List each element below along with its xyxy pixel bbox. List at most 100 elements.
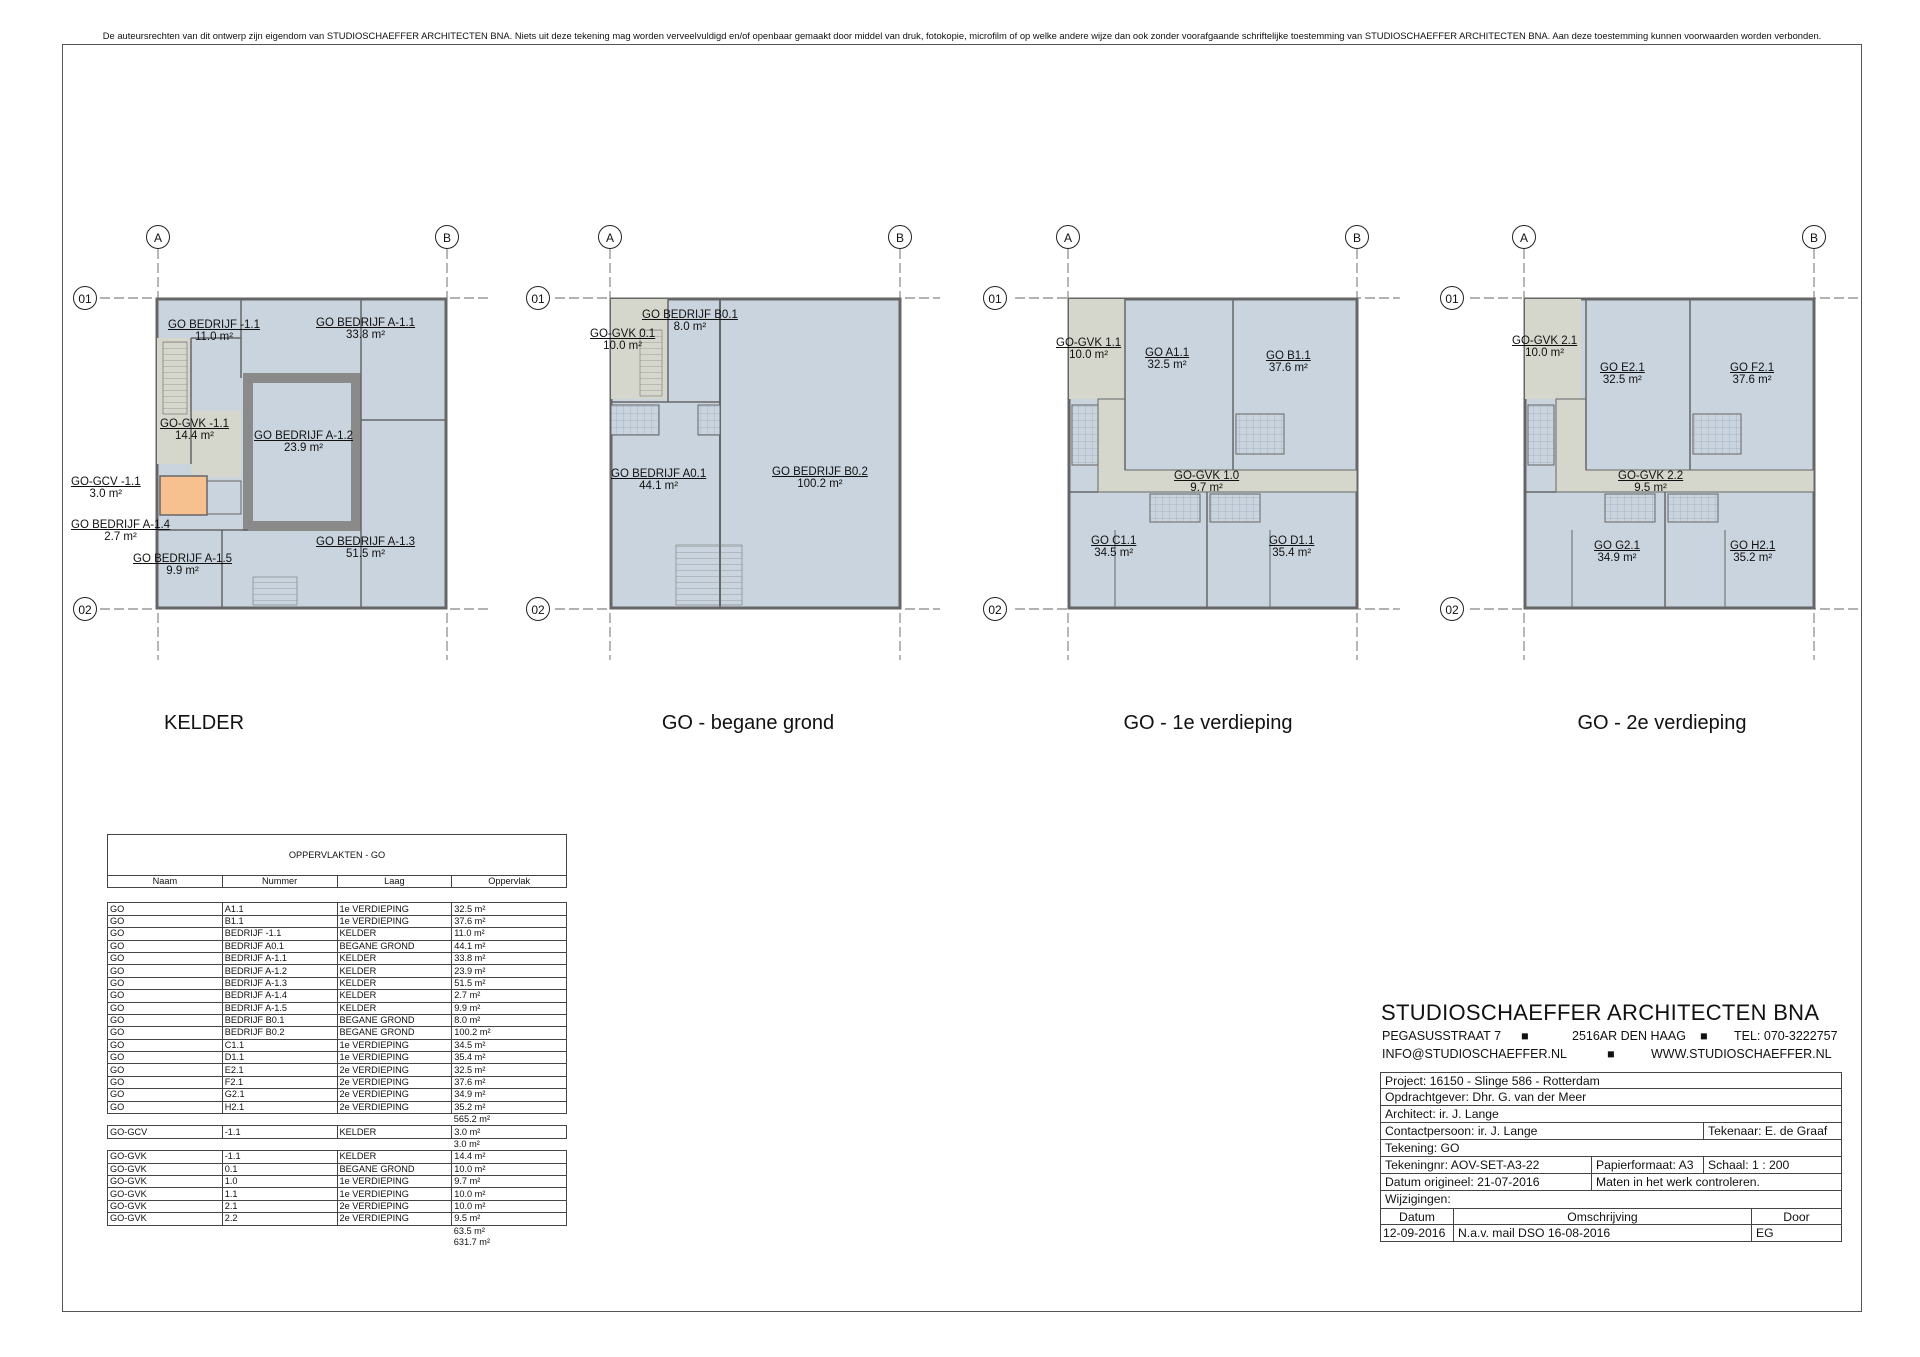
plan-title: KELDER <box>163 712 245 734</box>
table-cell: A1.1 <box>221 902 338 916</box>
table-cell: GO <box>107 1001 223 1015</box>
table-cell: C1.1 <box>221 1038 338 1053</box>
table-cell: 1e VERDIEPING <box>336 1051 453 1065</box>
table-cell: GO <box>107 1013 223 1028</box>
table-cell: KELDER <box>336 1001 453 1015</box>
table-cell: BEDRIJF A-1.2 <box>221 964 338 978</box>
table-cell: BEDRIJF B0.1 <box>221 1013 338 1028</box>
table-cell: 2e VERDIEPING <box>336 1100 453 1115</box>
table-empty-cell <box>222 1237 337 1248</box>
firm-name: STUDIOSCHAEFFER ARCHITECTEN BNA <box>1381 1000 1820 1025</box>
table-empty-cell <box>222 1114 337 1126</box>
table-cell: 8.0 m² <box>451 1013 567 1028</box>
project: Project: 16150 - Slinge 586 - Rotterdam <box>1380 1072 1842 1089</box>
grid-bubble-a: A <box>1056 225 1080 249</box>
table-cell: 1e VERDIEPING <box>336 914 453 929</box>
table-cell: 11.0 m² <box>451 927 567 941</box>
table-cell: -1.1 <box>221 1150 338 1164</box>
contact: Contactpersoon: ir. J. Lange <box>1385 1124 1538 1138</box>
table-cell: 2e VERDIEPING <box>336 1212 453 1226</box>
table-subtotal-row: 3.0 m² <box>108 1138 567 1150</box>
grid-bubble-b: B <box>435 225 459 249</box>
table-cell: 35.4 m² <box>451 1051 567 1065</box>
table-cell: 2.2 <box>221 1212 338 1226</box>
changes-row: 12-09-2016 N.a.v. mail DSO 16-08-2016 EG <box>1380 1225 1842 1242</box>
table-cell: 33.8 m² <box>451 951 567 966</box>
plan-begane-grond <box>555 235 940 660</box>
table-cell: GO-GVK <box>107 1212 223 1226</box>
table-cell: BEGANE GROND <box>336 1026 453 1040</box>
table-empty-cell <box>337 1225 452 1237</box>
change-desc: N.a.v. mail DSO 16-08-2016 <box>1453 1225 1610 1242</box>
table-cell: KELDER <box>336 964 453 978</box>
table-cell: GO-GVK <box>107 1162 223 1177</box>
drafter: Tekenaar: E. de Graaf <box>1703 1123 1827 1140</box>
bullet-icon: ■ <box>1607 1047 1615 1061</box>
bullet-icon: ■ <box>1521 1029 1529 1043</box>
table-cell: BEGANE GROND <box>336 1013 453 1028</box>
architect: Architect: ir. J. Lange <box>1380 1106 1842 1123</box>
change-date: 12-09-2016 <box>1383 1226 1446 1240</box>
table-cell: BEDRIJF B0.2 <box>221 1026 338 1040</box>
table-spacer <box>108 888 567 903</box>
table-cell: 34.5 m² <box>451 1038 567 1053</box>
table-cell: GO <box>107 951 223 966</box>
table-cell: 1e VERDIEPING <box>336 902 453 916</box>
table-cell: KELDER <box>336 1150 453 1164</box>
plan-2e-verdieping <box>1470 235 1860 660</box>
table-cell: GO-GVK <box>107 1150 223 1164</box>
table-cell: GO <box>107 1063 223 1077</box>
table-title: OPPERVLAKTEN - GO <box>107 834 567 876</box>
table-cell: 10.0 m² <box>451 1162 567 1177</box>
table-cell: 34.9 m² <box>451 1088 567 1102</box>
scale: Schaal: 1 : 200 <box>1703 1157 1789 1174</box>
table-cell: 10.0 m² <box>451 1199 567 1214</box>
table-empty-cell <box>108 1114 223 1126</box>
changes-header-desc: Omschrijving <box>1453 1209 1751 1226</box>
grid-bubble-b: B <box>888 225 912 249</box>
table-cell: KELDER <box>336 951 453 966</box>
table-cell: 23.9 m² <box>451 964 567 978</box>
table-cell: GO-GVK <box>107 1199 223 1214</box>
plan-1e-verdieping <box>1015 235 1400 660</box>
drawing-number: Tekeningnr: AOV-SET-A3-22 <box>1385 1158 1540 1172</box>
table-cell: GO <box>107 927 223 941</box>
table-cell: 1.1 <box>221 1187 338 1201</box>
table-cell: GO <box>107 1026 223 1040</box>
table-cell: 1.0 <box>221 1174 338 1189</box>
table-cell: 10.0 m² <box>451 1187 567 1201</box>
table-cell: H2.1 <box>221 1100 338 1115</box>
table-cell: GO <box>107 1075 223 1090</box>
table-cell: BEDRIJF A-1.5 <box>221 1001 338 1015</box>
table-cell: 100.2 m² <box>451 1026 567 1040</box>
table-title-row: OPPERVLAKTEN - GO <box>107 834 567 876</box>
table-cell: GO <box>107 939 223 953</box>
